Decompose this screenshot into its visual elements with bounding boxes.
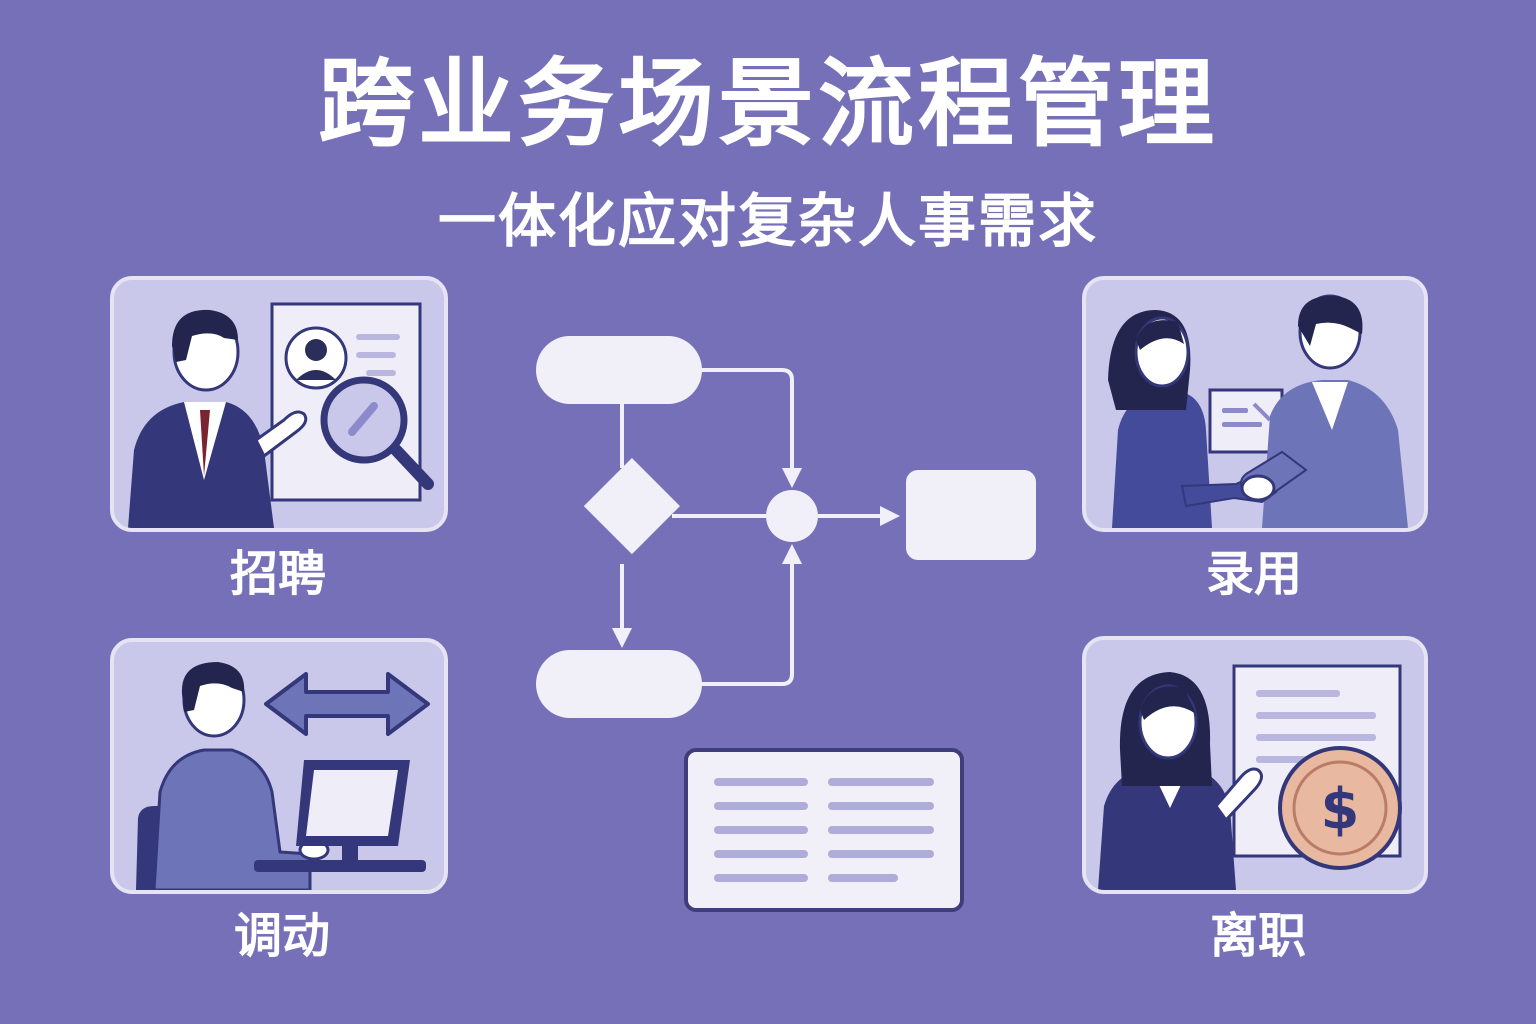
flow-connector [700,544,802,686]
man-person-icon [1262,294,1408,528]
flow-end-node [906,470,1036,560]
dollar-coin-icon: $ [1278,746,1402,870]
scenario-card-transfer [110,638,448,894]
flow-decision-node [583,458,680,555]
svg-text:$: $ [1321,777,1360,842]
magnifier-icon [320,376,434,490]
scenario-label-recruit: 招聘 [229,546,326,602]
page-subtitle: 一体化应对复杂人事需求 [437,187,1098,255]
computer-icon [254,760,426,872]
flow-branch-node [536,650,702,718]
data-table-panel [684,748,964,912]
scenario-label-exit: 离职 [1209,908,1306,964]
flow-connector [700,368,802,488]
woman-person-icon [1098,672,1263,890]
person-icon [128,309,308,528]
scenario-card-recruit [110,276,448,532]
person-icon [152,662,330,890]
scenario-label-transfer: 调动 [233,908,330,964]
scenario-card-hire [1082,276,1428,532]
process-flowchart [536,336,1036,718]
flow-merge-node [766,490,818,542]
handshake-icon [1180,450,1308,508]
flow-start-node [536,336,702,404]
scenario-card-exit: $ [1082,636,1428,894]
page-title: 跨业务场景流程管理 [318,48,1218,160]
woman-person-icon [1108,310,1212,528]
scenario-label-hire: 录用 [1205,546,1302,602]
double-arrow-icon [264,672,430,736]
